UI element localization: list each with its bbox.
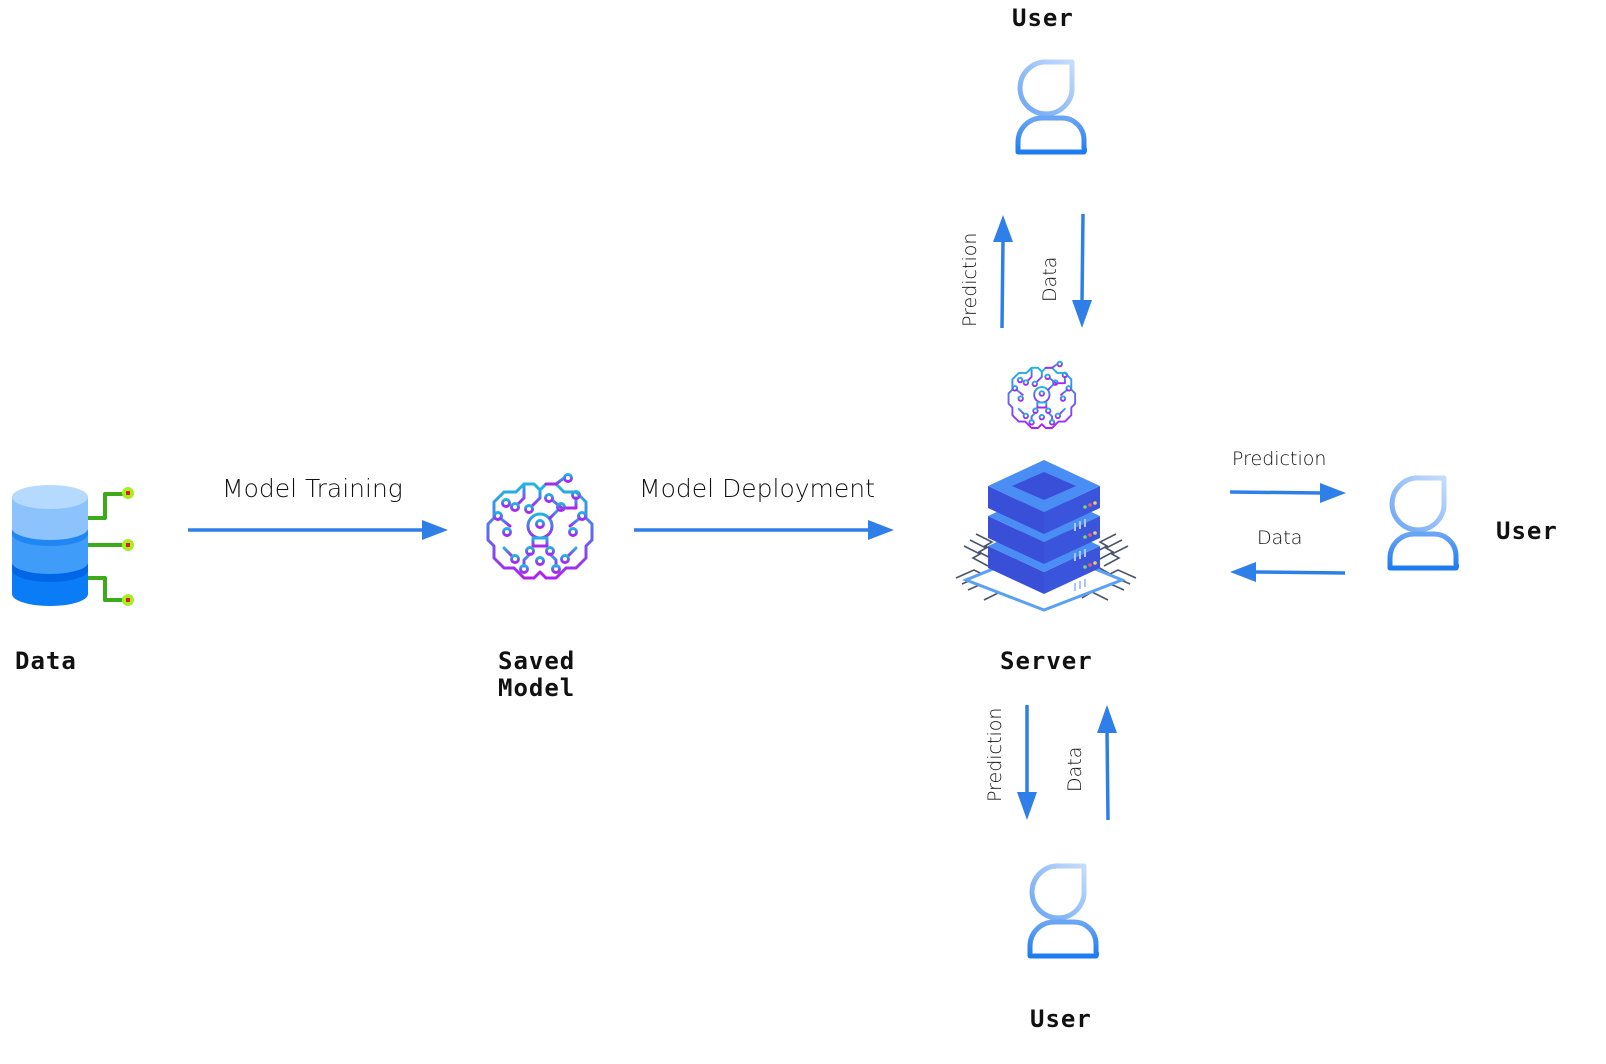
brain-circuit-badge-icon <box>1007 360 1077 429</box>
node-label-user-bottom: User <box>1030 1005 1092 1033</box>
edge-label-model-training: Model Training <box>222 474 403 503</box>
user-icon-right <box>1390 478 1457 568</box>
edge-label-bottom-data: Data <box>1064 746 1086 792</box>
node-label-server: Server <box>1000 647 1093 675</box>
arrow-top-prediction <box>993 215 1013 329</box>
node-label-user-right: User <box>1496 517 1558 545</box>
arrow-top-data <box>1072 213 1092 328</box>
brain-circuit-icon <box>486 473 594 580</box>
arrow-model-training <box>188 520 448 540</box>
node-label-data: Data <box>15 647 77 675</box>
database-icon <box>12 485 134 606</box>
edge-label-model-deployment: Model Deployment <box>639 474 875 503</box>
edge-label-right-prediction: Prediction <box>1232 448 1327 470</box>
edge-label-bottom-prediction: Prediction <box>984 707 1006 802</box>
arrow-bottom-data <box>1097 705 1117 821</box>
edge-label-right-data: Data <box>1257 527 1303 549</box>
user-icon-bottom <box>1030 866 1097 956</box>
arrow-bottom-prediction <box>1017 705 1037 820</box>
user-icon-top <box>1018 62 1085 152</box>
arrow-model-deployment <box>634 520 894 540</box>
edge-label-top-data: Data <box>1039 256 1061 302</box>
arrow-right-data <box>1230 562 1346 582</box>
edge-label-top-prediction: Prediction <box>959 232 981 327</box>
arrow-right-prediction <box>1229 483 1346 503</box>
server-stack-icon <box>955 460 1137 612</box>
node-label-saved-model: Saved Model <box>498 647 576 702</box>
node-label-user-top: User <box>1012 4 1074 32</box>
